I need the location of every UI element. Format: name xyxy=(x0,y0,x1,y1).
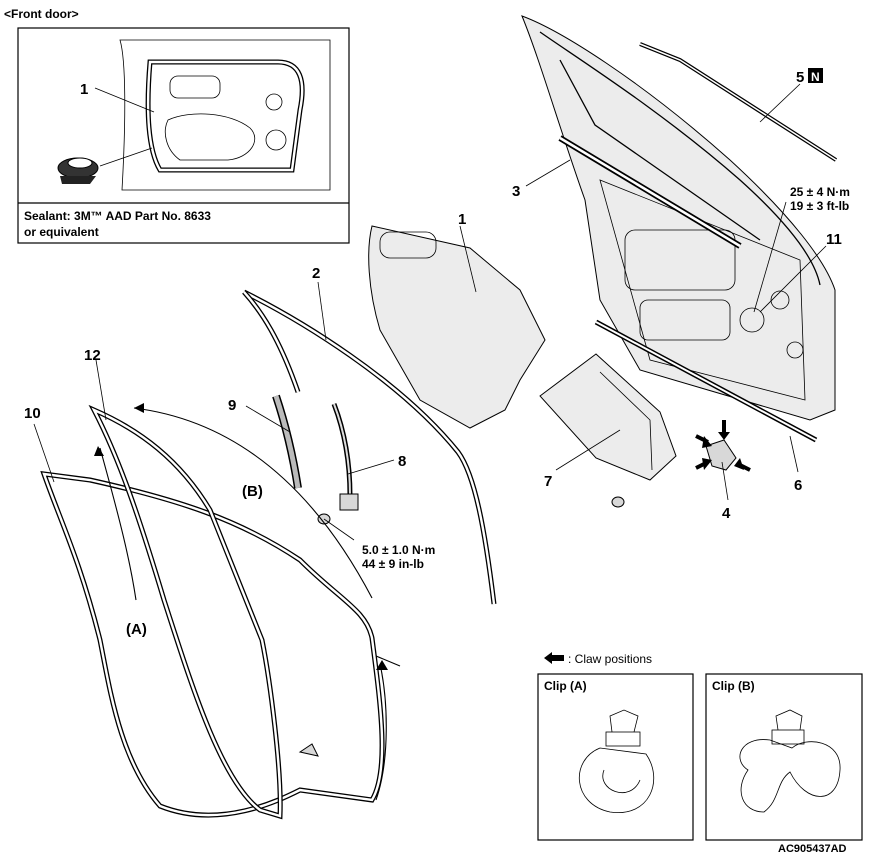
sealant-spec-line2: or equivalent xyxy=(24,225,99,239)
callout-11: 11 xyxy=(826,231,842,248)
part-4-clip xyxy=(695,420,751,472)
callout-4: 4 xyxy=(722,505,731,522)
callout-B: (B) xyxy=(242,483,263,500)
callout-5: 5 xyxy=(796,69,804,86)
callout-5-badge: N xyxy=(811,70,820,84)
torque-11-ftlb: 19 ± 3 ft-lb xyxy=(790,199,849,213)
clip-a-title: Clip (A) xyxy=(544,679,587,693)
callout-9: 9 xyxy=(228,397,236,414)
clip-position-arrows xyxy=(94,403,401,801)
door-body xyxy=(521,15,838,443)
part-10-12-door-seals xyxy=(40,404,385,820)
callout-6: 6 xyxy=(794,477,802,494)
callout-12: 12 xyxy=(84,347,101,364)
callout-1: 1 xyxy=(458,211,466,228)
part-9-weatherstrip xyxy=(272,394,302,489)
callout-3: 3 xyxy=(512,183,520,200)
figure-id: AC905437AD xyxy=(778,843,847,855)
new-part-badge xyxy=(808,68,823,83)
callout-2: 2 xyxy=(312,265,320,282)
clip-b-box: Clip (B) xyxy=(705,673,863,841)
part-1-sheet xyxy=(368,225,546,429)
callout-10: 10 xyxy=(24,405,41,422)
leader-lines xyxy=(33,83,827,541)
claw-legend: : Claw positions xyxy=(544,652,652,666)
clip-b-title: Clip (B) xyxy=(712,679,755,693)
torque-8-nm: 5.0 ± 1.0 N·m xyxy=(362,543,435,557)
part-8-channel xyxy=(317,403,359,525)
claw-positions-label: : Claw positions xyxy=(568,652,652,666)
torque-specs: 25 ± 4 N·m 19 ± 3 ft-lb 5.0 ± 1.0 N·m 44… xyxy=(362,185,850,571)
callout-A: (A) xyxy=(126,621,147,638)
sealant-spec-line1: Sealant: 3M™ AAD Part No. 8633 xyxy=(24,209,211,223)
inset-callout-1: 1 xyxy=(80,81,88,98)
sealant-inset: 1 Sealant: 3M™ AAD Part No. 8633 or equi… xyxy=(17,27,350,244)
claw-arrow-icon xyxy=(544,652,564,664)
clip-a-box: Clip (A) xyxy=(537,673,694,841)
section-title: <Front door> xyxy=(4,7,79,21)
part-2-frame-seal xyxy=(242,289,497,605)
torque-8-inlb: 44 ± 9 in-lb xyxy=(362,557,424,571)
callout-labels: 1 2 3 4 5 N 6 7 8 9 10 11 12 (A) (B) xyxy=(24,68,842,638)
part-7-bracket xyxy=(539,353,677,508)
callout-7: 7 xyxy=(544,473,552,490)
callout-8: 8 xyxy=(398,453,406,470)
torque-11-nm: 25 ± 4 N·m xyxy=(790,185,850,199)
